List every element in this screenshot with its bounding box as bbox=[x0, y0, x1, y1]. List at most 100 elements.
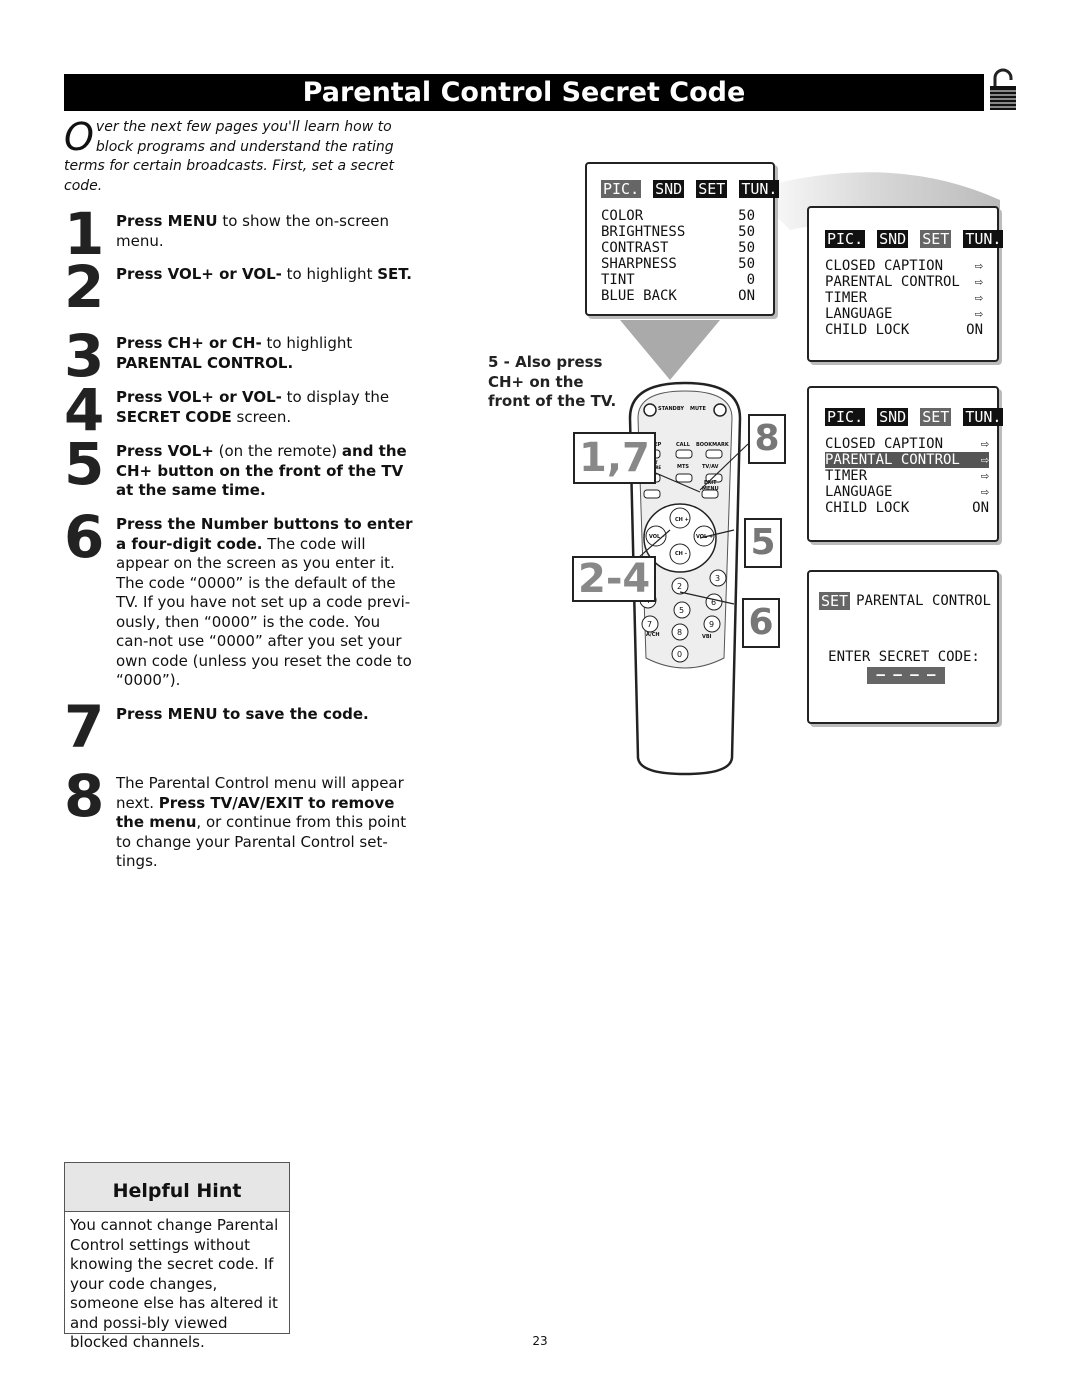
step-bold: Press MENU to save the code. bbox=[116, 705, 369, 723]
tab-set: SET bbox=[819, 592, 851, 610]
osd-row: LANGUAGE⇨ bbox=[825, 306, 983, 322]
tab-snd: SND bbox=[877, 408, 909, 426]
osd-secret-code: SET PARENTAL CONTROL ENTER SECRET CODE: … bbox=[807, 570, 999, 724]
padlock-icon bbox=[990, 68, 1016, 110]
remote-vbi-label: VBI bbox=[702, 634, 712, 640]
remote-tvav-label: TV/AV bbox=[702, 464, 719, 470]
remote-mts-label: MTS bbox=[677, 464, 689, 470]
tab-set: SET bbox=[696, 180, 728, 198]
step-text: screen. bbox=[231, 407, 292, 426]
remote-exit-label: EXIT bbox=[704, 480, 717, 486]
tab-set: SET bbox=[920, 408, 952, 426]
step-text: The Parental Control menu will appear ne… bbox=[116, 774, 404, 812]
callout-8: 8 bbox=[748, 414, 786, 464]
remote-digit: 9 bbox=[709, 620, 715, 629]
osd-row: LANGUAGE⇨ bbox=[825, 484, 989, 500]
callout-1-7: 1,7 bbox=[573, 432, 656, 484]
osd-tabs: PIC. SND SET TUN. bbox=[825, 408, 1004, 426]
osd-row: CLOSED CAPTION⇨ bbox=[825, 258, 983, 274]
osd-row: TIMER⇨ bbox=[825, 290, 983, 306]
remote-digit: 2 bbox=[677, 582, 683, 591]
osd-set-menu-highlighted: PIC. SND SET TUN. CLOSED CAPTION⇨ PARENT… bbox=[807, 386, 1004, 542]
step-bold: PARENTAL CONTROL. bbox=[116, 353, 294, 372]
step-text: to display the bbox=[281, 388, 390, 406]
step-text: to highlight bbox=[281, 265, 378, 283]
remote-menu-label: MENU bbox=[702, 486, 719, 492]
remote-digit: 6 bbox=[711, 598, 717, 607]
hint-text: You cannot change Parental Control setti… bbox=[70, 1216, 279, 1351]
step-number: 2 bbox=[64, 253, 105, 321]
step-bold: Press MENU bbox=[116, 212, 218, 230]
tab-pic: PIC. bbox=[601, 180, 642, 198]
tab-set: SET bbox=[920, 230, 952, 248]
remote-ach-label: A/CH bbox=[646, 632, 660, 638]
remote-call-label: CALL bbox=[676, 442, 690, 448]
hint-title: Helpful Hint bbox=[65, 1163, 289, 1212]
step-number: 8 bbox=[64, 762, 105, 830]
step-number: 5 bbox=[64, 430, 105, 498]
remote-digit: 7 bbox=[647, 620, 653, 629]
step-text: to highlight bbox=[261, 334, 353, 352]
osd-row: CLOSED CAPTION⇨ bbox=[825, 436, 989, 452]
tab-tun: TUN. bbox=[739, 180, 780, 198]
drop-cap: O bbox=[64, 115, 94, 159]
page-title: Parental Control Secret Code bbox=[64, 74, 984, 111]
step-text: to show the on-screen menu. bbox=[116, 212, 390, 250]
step-bold: Press VOL+ bbox=[116, 442, 214, 460]
step-number: 7 bbox=[64, 693, 105, 761]
step-number: 4 bbox=[64, 376, 105, 444]
step-bold: SECRET CODE bbox=[116, 407, 232, 426]
osd-title: PARENTAL CONTROL bbox=[856, 593, 991, 609]
callout-5: 5 bbox=[744, 518, 782, 568]
remote-digit: 5 bbox=[679, 606, 685, 615]
step-number: 6 bbox=[64, 503, 105, 571]
step-bold: Press TV/AV/EXIT to remove the menu bbox=[116, 793, 395, 832]
step-bold: Press CH+ or CH- bbox=[116, 334, 262, 352]
callout-2-4: 2-4 bbox=[572, 556, 657, 602]
also-press-note: 5 - Also press CH+ on the front of the T… bbox=[488, 353, 617, 410]
step-text: The code will appear on the screen as yo… bbox=[116, 534, 412, 690]
step-number: 3 bbox=[64, 322, 105, 390]
step-number: 1 bbox=[64, 200, 105, 268]
step-bold: SET. bbox=[377, 265, 412, 283]
remote-digit: 8 bbox=[677, 628, 683, 637]
helpful-hint-box: Helpful Hint You cannot change Parental … bbox=[64, 1162, 290, 1351]
remote-bookmark-label: BOOKMARK bbox=[696, 442, 729, 448]
tab-snd: SND bbox=[877, 230, 909, 248]
intro-text: ver the next few pages you'll learn how … bbox=[64, 119, 394, 194]
tab-tun: TUN. bbox=[963, 230, 1004, 248]
remote-digit: 3 bbox=[715, 574, 721, 583]
tab-snd: SND bbox=[653, 180, 685, 198]
osd-tabs: PIC. SND SET TUN. bbox=[601, 180, 780, 198]
tab-pic: PIC. bbox=[825, 230, 866, 248]
osd-row: PARENTAL CONTROL⇨ bbox=[825, 274, 983, 290]
tab-tun: TUN. bbox=[963, 408, 1004, 426]
step-bold: Press the Number buttons to enter a four… bbox=[116, 515, 413, 553]
remote-standby-label: STANDBY bbox=[658, 406, 684, 412]
step-bold: and the CH+ button on the front of the T… bbox=[116, 442, 407, 499]
remote-ch-minus-label: CH – bbox=[675, 551, 688, 557]
callout-6: 6 bbox=[742, 598, 780, 648]
step-bold: Press VOL+ or VOL- bbox=[116, 388, 282, 406]
step-text: , or continue from this point to change … bbox=[116, 813, 407, 870]
secret-code-prompt: ENTER SECRET CODE: bbox=[828, 649, 980, 665]
osd-tabs: PIC. SND SET TUN. bbox=[825, 230, 1004, 248]
osd-row-highlighted: PARENTAL CONTROL⇨ bbox=[825, 452, 989, 468]
secret-code-field: – – – – bbox=[867, 667, 945, 684]
page-number: 23 bbox=[532, 1334, 548, 1348]
remote-vol-minus-label: VOL – bbox=[649, 534, 665, 540]
tab-pic: PIC. bbox=[825, 408, 866, 426]
osd-set-menu: PIC. SND SET TUN. CLOSED CAPTION⇨ PARENT… bbox=[807, 206, 1004, 362]
step-bold: Press VOL+ or VOL- bbox=[116, 265, 282, 283]
remote-digit: 0 bbox=[677, 650, 683, 659]
